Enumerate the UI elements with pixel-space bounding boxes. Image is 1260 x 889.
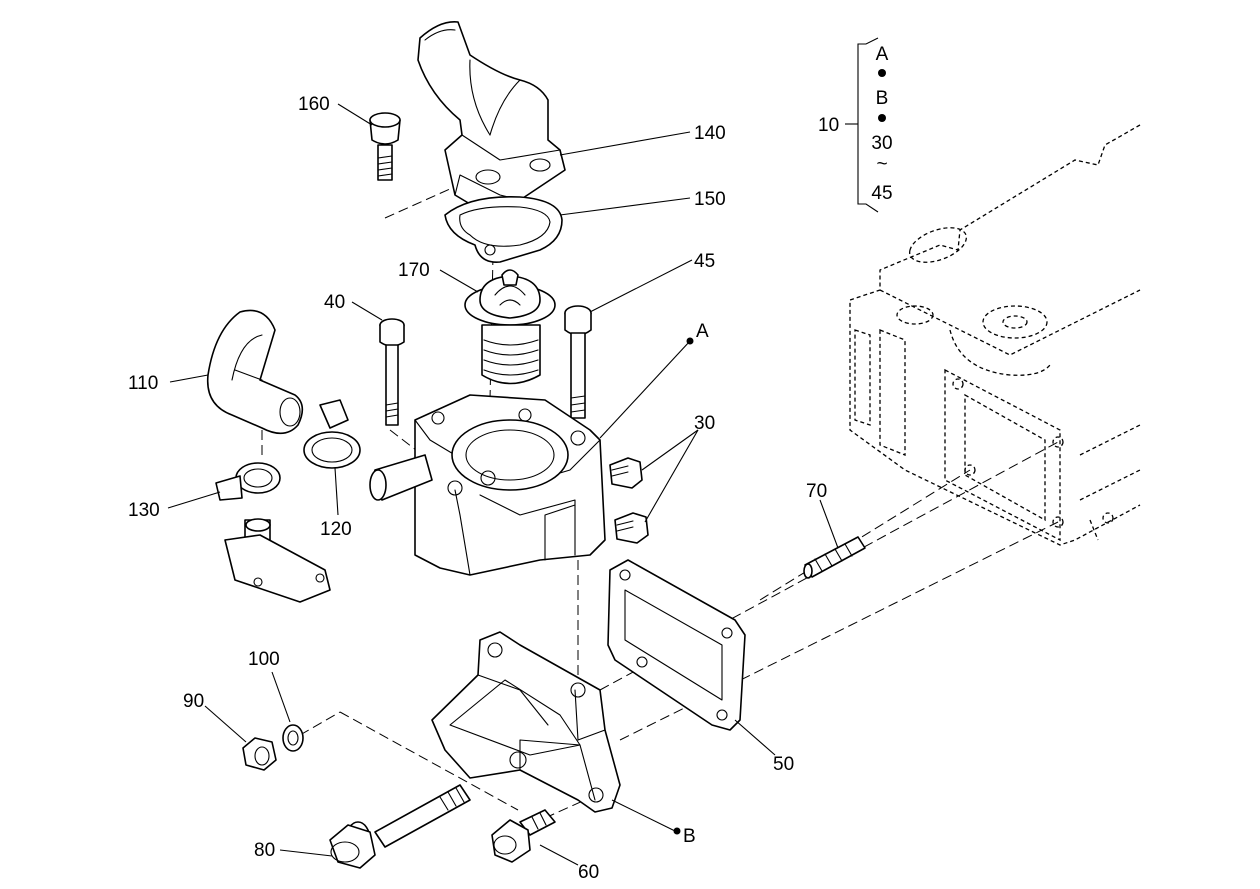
callout-130: 130 [128,500,160,521]
legend-line-1: A [876,44,889,65]
clamp-130 [215,462,281,501]
callout-45: 45 [694,251,715,272]
bolt-80 [329,784,471,869]
callout-120: 120 [320,519,352,540]
bolt-45 [564,305,592,419]
callout-40: 40 [324,292,345,313]
engine-block-ghost [849,124,1141,546]
callout-140: 140 [694,123,726,144]
thermostat-housing [369,394,606,576]
callout-80: 80 [254,840,275,861]
callout-60: 60 [578,862,599,883]
callout-50: 50 [773,754,794,775]
bolt-40 [379,318,405,426]
outlet-elbow-140 [417,21,566,211]
lower-bracket [431,631,621,813]
callout-10: 10 [818,115,839,136]
ref-dot-b [673,827,681,835]
callout-150: 150 [694,189,726,210]
legend-bullet-2 [878,114,886,122]
legend-bullet-1 [878,69,886,77]
bolt-160 [369,112,401,181]
stud-70 [803,536,866,579]
callout-30: 30 [694,413,715,434]
legend-line-5: 45 [871,183,892,204]
hose-110 [206,309,304,435]
callout-170: 170 [398,260,430,281]
plugs-30 [609,457,649,544]
thermostat-170 [464,269,556,385]
nut-90 [242,737,277,771]
callout-labels: 10 160 140 150 170 45 40 A 110 30 70 130… [128,94,839,883]
hose-fitting [224,518,331,603]
callout-ref-b: B [683,826,696,847]
gasket-150 [444,196,563,263]
legend-line-2: B [876,88,889,109]
callout-100: 100 [248,649,280,670]
legend-line-4: ~ [876,154,887,175]
callout-110: 110 [128,373,158,394]
leader-lines [167,103,858,866]
callout-70: 70 [806,481,827,502]
lock-washer-100 [282,724,304,752]
callout-160: 160 [298,94,330,115]
callout-ref-a: A [696,321,709,342]
ref-dot-a [686,337,694,345]
legend-line-3: 30 [871,133,892,154]
legend-bracket: A B 30 ~ 45 [857,37,893,213]
callout-90: 90 [183,691,204,712]
clamp-120 [303,399,361,469]
bolt-60 [491,809,556,863]
gasket-50 [607,559,746,731]
